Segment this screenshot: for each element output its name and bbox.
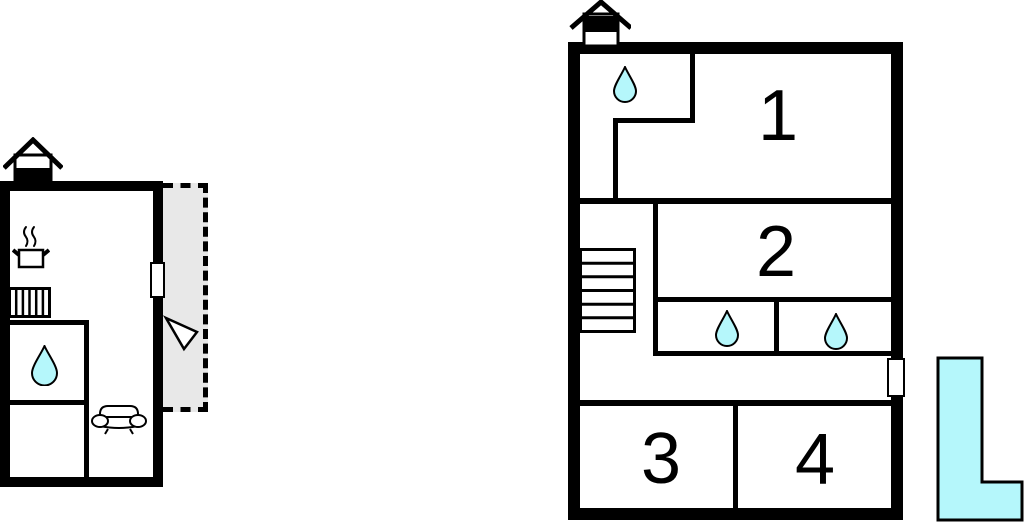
door-swing-icon (163, 315, 199, 352)
wall-segment (84, 320, 89, 477)
radiator-icon (8, 287, 51, 318)
wall-segment (733, 406, 738, 508)
water-drop-icon (714, 310, 740, 347)
wall-segment (580, 198, 891, 204)
water-drop-icon (30, 345, 59, 386)
room-1-label: 1 (757, 76, 799, 156)
water-drop-icon (823, 313, 849, 350)
wall-segment (10, 320, 88, 325)
wall-segment (613, 118, 695, 123)
l-shaped-pool-icon (936, 356, 1024, 522)
window-opening (887, 358, 905, 397)
room-4-label: 4 (794, 420, 836, 500)
room-3-label: 3 (640, 419, 682, 499)
wall-segment (774, 302, 779, 356)
water-drop-icon (612, 66, 638, 103)
stairs-icon (579, 248, 636, 333)
left-plan-outer-wall (0, 181, 163, 487)
wall-segment (690, 54, 695, 123)
door-opening (150, 262, 165, 298)
room-2-label: 2 (755, 212, 797, 292)
right-plan-outer-wall (568, 42, 903, 520)
wall-segment (653, 297, 891, 302)
wall-segment (613, 118, 618, 204)
chimney-icon (3, 137, 63, 184)
sofa-icon (91, 405, 147, 435)
terrace-area (163, 183, 208, 412)
wall-segment (580, 400, 891, 406)
wall-segment (10, 400, 84, 405)
wall-segment (653, 351, 891, 356)
wall-segment (653, 204, 658, 356)
steaming-pot-icon (12, 226, 50, 269)
chimney-icon (569, 0, 631, 48)
